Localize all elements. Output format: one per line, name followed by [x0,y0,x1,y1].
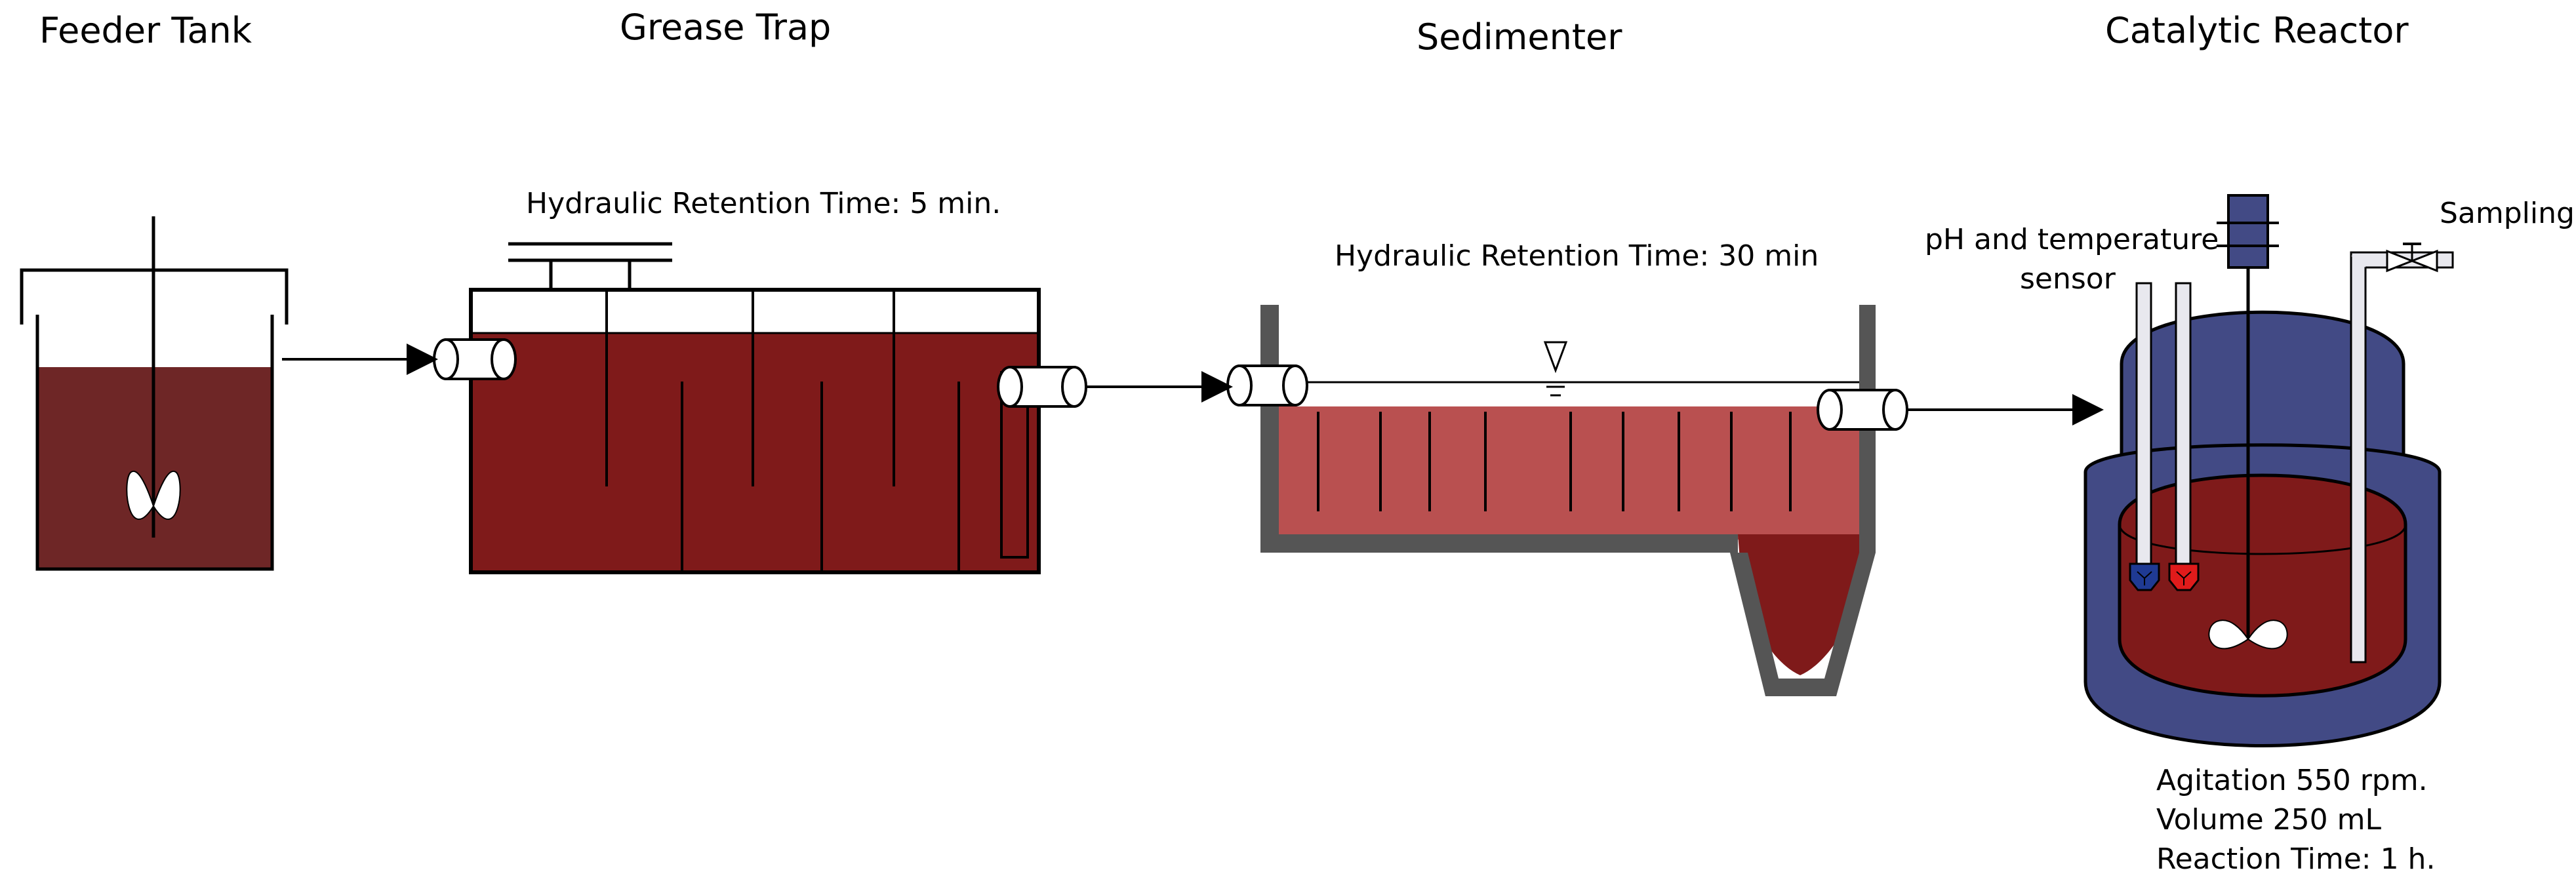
feeder-impeller-icon [126,470,181,520]
reactor-impeller-icon [2208,620,2288,650]
sampling-label: Sampling [2440,197,2575,230]
grease-liquid [471,333,1039,572]
sedimenter-plates [1317,412,1792,511]
grease-inlet-pipe [433,338,517,380]
grease-trap-title: Grease Trap [620,7,831,48]
agitator-motor [2227,194,2269,269]
sedimenter-title: Sedimenter [1417,16,1622,58]
sedimenter-outlet-pipe [1817,389,1908,431]
water-level-marker-icon [1543,341,1568,397]
ph-probe-tube [2135,282,2152,566]
grease-trap [433,242,1087,574]
sedimenter-wall-right [1730,305,1876,696]
sensor-label-line2: sensor [2020,262,2116,296]
sampling-valve-icon [2386,243,2438,273]
agitation-label: Agitation 550 rpm. [2156,764,2428,797]
reaction-time-label: Reaction Time: 1 h. [2156,842,2435,876]
grease-trap-wall [469,288,1041,574]
grease-trap-hrt-label: Hydraulic Retention Time: 5 min. [526,187,1001,220]
sedimenter [1226,305,1908,696]
catalytic-reactor-title: Catalytic Reactor [2105,10,2409,51]
catalytic-reactor [2083,194,2454,747]
grease-outlet-pipe [997,366,1087,408]
sensor-label-line1: pH and temperature [1925,223,2219,256]
ph-sensor-icon [2129,562,2160,591]
volume-label: Volume 250 mL [2156,803,2381,837]
temperature-probe-tube [2175,282,2192,566]
reactor-liquid-surface [2118,524,2407,555]
sedimenter-inlet-pipe [1226,365,1308,406]
feeder-tank-wall [35,315,274,571]
temperature-sensor-icon [2168,562,2200,591]
flow-arrows [282,344,2104,425]
grease-baffles [605,290,960,572]
sedimenter-liquid [1279,406,1859,540]
feeder-tank [20,216,289,571]
sedimenter-hrt-label: Hydraulic Retention Time: 30 min [1335,239,1819,273]
feeder-tank-title: Feeder Tank [39,10,252,51]
sampling-tube [2350,254,2367,663]
